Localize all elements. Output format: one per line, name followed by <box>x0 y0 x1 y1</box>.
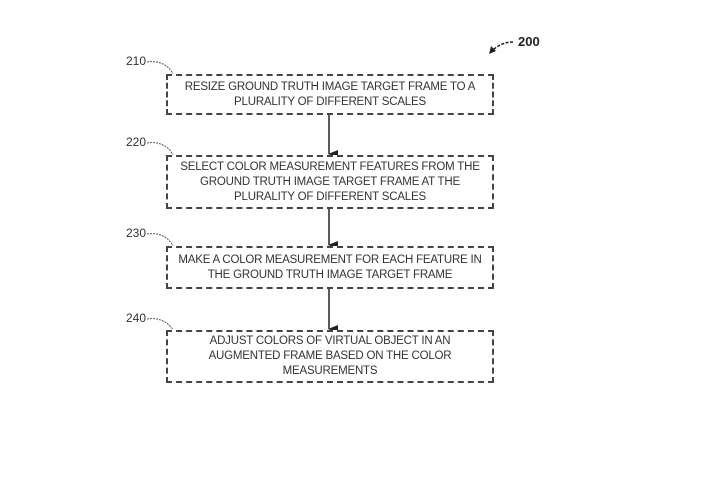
step-text-line: THE GROUND TRUTH IMAGE TARGET FRAME <box>207 268 453 281</box>
figure-arrowhead <box>489 46 496 54</box>
step-text-line: MAKE A COLOR MEASUREMENT FOR EACH FEATUR… <box>178 253 482 266</box>
leader-240 <box>146 318 175 333</box>
step-ref-240: 240 <box>126 311 147 325</box>
figure-label: 200 <box>518 34 540 49</box>
step-box-220: SELECT COLOR MEASUREMENT FEATURES FROM T… <box>166 155 494 209</box>
step-box-240: ADJUST COLORS OF VIRTUAL OBJECT IN AN AU… <box>166 330 494 383</box>
leader-220 <box>146 142 175 158</box>
step-ref-230: 230 <box>126 226 147 240</box>
step-text-line: ADJUST COLORS OF VIRTUAL OBJECT IN AN <box>209 335 451 347</box>
step-text-line: RESIZE GROUND TRUTH IMAGE TARGET FRAME T… <box>184 80 476 93</box>
figure-arrow <box>491 41 514 52</box>
step-text-line: GROUND TRUTH IMAGE TARGET FRAME AT THE <box>200 175 460 188</box>
step-box-230: MAKE A COLOR MEASUREMENT FOR EACH FEATUR… <box>166 246 494 289</box>
step-ref-210: 210 <box>126 54 147 68</box>
step-text-line: PLURALITY OF DIFFERENT SCALES <box>234 190 426 203</box>
step-text-line: PLURALITY OF DIFFERENT SCALES <box>234 95 426 108</box>
step-text-line: SELECT COLOR MEASUREMENT FEATURES FROM T… <box>180 160 480 173</box>
step-ref-220: 220 <box>126 135 147 149</box>
leader-230 <box>146 233 175 249</box>
step-text-line: MEASUREMENTS <box>282 365 378 377</box>
leader-210 <box>146 61 175 77</box>
step-box-210: RESIZE GROUND TRUTH IMAGE TARGET FRAME T… <box>166 74 494 115</box>
step-text-line: AUGMENTED FRAME BASED ON THE COLOR <box>208 350 452 362</box>
